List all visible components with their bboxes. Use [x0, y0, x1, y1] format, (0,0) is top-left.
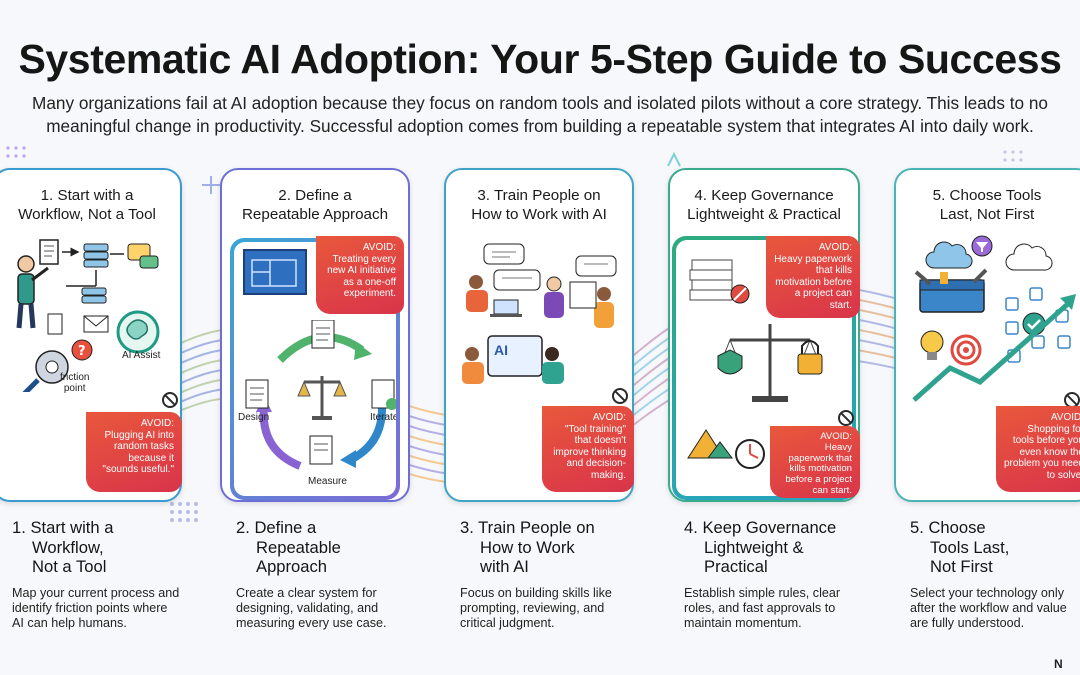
plus-sparkle-icon	[202, 176, 220, 194]
blueprint-icon	[243, 249, 307, 295]
laptop-icon	[487, 335, 543, 377]
target-icon	[950, 334, 982, 366]
intro-line: meaningful change in productivity. Succe…	[46, 116, 1034, 136]
checklist-icon	[245, 379, 269, 409]
dot-grid-decoration	[170, 502, 198, 522]
document-icon	[39, 239, 59, 265]
step-card-3: 3. Train People on How to Work with AI A…	[444, 168, 634, 502]
cloud-icon	[925, 241, 973, 269]
filter-icon	[971, 235, 993, 257]
person-icon	[16, 255, 49, 329]
step-description-4: 4. Keep Governance Lightweight & Practic…	[684, 518, 884, 631]
chat-icon	[127, 243, 159, 269]
design-label: Design	[238, 412, 270, 423]
step-description-3: 3. Train People on How to Work with AI F…	[460, 518, 660, 631]
step-card-4: 4. Keep Governance Lightweight & Practic…	[668, 168, 860, 502]
card-title: 1. Start with a Workflow, Not a Tool	[18, 187, 156, 223]
ai-screen-label: AI	[494, 342, 508, 358]
training-illustration	[462, 243, 617, 384]
avoid-callout: AVOID: Shopping for tools before you eve…	[996, 406, 1080, 492]
step-heading: 4. Keep Governance Lightweight & Practic…	[684, 518, 837, 576]
step-description-2: 2. Define a Repeatable Approach Create a…	[236, 518, 436, 631]
no-entry-icon	[612, 388, 628, 404]
no-entry-icon	[730, 284, 750, 304]
card-title: 2. Define a Repeatable Approach	[241, 187, 389, 223]
governance-icons	[687, 259, 823, 469]
server-icon	[81, 287, 107, 304]
step-body: Focus on building skills like prompting,…	[460, 585, 612, 630]
tools-illustration	[912, 235, 1076, 402]
page-title: Systematic AI Adoption: Your 5-Step Guid…	[18, 36, 1062, 82]
measure-label: Measure	[308, 476, 347, 487]
ai-assist-label: AI Assist	[122, 350, 161, 361]
laptop-icon	[490, 299, 522, 317]
avoid-callout: AVOID: Plugging AI into random tasks bec…	[86, 412, 182, 492]
step-body: Create a clear system for designing, val…	[236, 585, 387, 630]
lock-icon	[797, 340, 823, 375]
speech-bubble-icon	[575, 255, 617, 277]
workflow-illustration: ?	[16, 239, 160, 392]
stopwatch-icon	[735, 439, 765, 469]
step-body: Select your technology only after the wo…	[910, 585, 1067, 630]
card-title: 5. Choose Tools Last, Not First	[932, 187, 1042, 223]
no-entry-icon	[838, 410, 854, 426]
mountain-icon	[687, 429, 733, 459]
step-description-5: 5. Choose Tools Last, Not First Select y…	[910, 518, 1080, 631]
cycle-arrows-icon	[245, 320, 396, 470]
growth-arrow-icon	[912, 294, 1076, 402]
step-heading: 5. Choose Tools Last, Not First	[910, 518, 1010, 576]
step-body: Map your current process and identify fr…	[12, 585, 180, 630]
brand-logo: N	[1054, 657, 1063, 671]
team-icon	[462, 347, 564, 384]
step-card-5: 5. Choose Tools Last, Not First AVOID: S…	[894, 168, 1080, 502]
step-heading: 2. Define a Repeatable Approach	[236, 518, 341, 576]
paper-stack-icon	[689, 259, 733, 301]
avoid-callout: AVOID: "Tool training" that doesn't impr…	[542, 406, 634, 492]
document-icon	[47, 313, 63, 335]
avoid-callout: AVOID: Heavy paperwork that kills motiva…	[770, 426, 860, 498]
whiteboard-icon	[569, 281, 597, 309]
checklist-icon	[311, 320, 335, 349]
avoid-callout: AVOID: Treating every new AI initiative …	[316, 236, 404, 314]
step-card-2: 2. Define a Repeatable Approach	[220, 168, 410, 502]
shield-icon	[717, 349, 743, 375]
step-heading: 1. Start with a Workflow, Not a Tool	[12, 518, 114, 576]
gear-question-icon: ?	[35, 339, 93, 384]
step-heading: 3. Train People on How to Work with AI	[460, 518, 595, 576]
balance-scale-icon	[721, 324, 819, 402]
lightbulb-icon	[920, 330, 944, 360]
friction-point-label: friction point	[60, 372, 90, 394]
cloud-icon	[1005, 243, 1053, 271]
brain-icon	[116, 310, 160, 354]
card-title: 3. Train People on How to Work with AI	[471, 187, 607, 223]
svg-text:?: ?	[78, 344, 86, 359]
balance-scale-icon	[297, 376, 347, 420]
intro-text: Many organizations fail at AI adoption b…	[0, 92, 1080, 138]
avoid-callout-top: AVOID: Heavy paperwork that kills motiva…	[766, 236, 860, 318]
intro-line: Many organizations fail at AI adoption b…	[32, 93, 1048, 113]
no-entry-icon	[162, 392, 178, 408]
decorative-sparkles	[6, 146, 1023, 167]
speech-bubble-icon	[493, 269, 541, 291]
step-body: Establish simple rules, clear roles, and…	[684, 585, 841, 630]
governance-illustration	[672, 236, 856, 500]
team-icon	[466, 275, 614, 328]
card-title: 4. Keep Governance Lightweight & Practic…	[687, 187, 841, 223]
iterate-label: Iterate	[370, 412, 396, 423]
checklist-icon	[371, 379, 396, 410]
server-icon	[83, 243, 109, 268]
mail-icon	[83, 315, 109, 333]
toolbox-icon	[914, 268, 988, 313]
step-description-1: 1. Start with a Workflow, Not a Tool Map…	[12, 518, 212, 631]
step-card-1: 1. Start with a Workflow, Not a Tool	[0, 168, 182, 502]
magnifier-icon	[22, 378, 40, 392]
checklist-icon	[309, 435, 333, 465]
speech-bubble-icon	[483, 243, 525, 265]
